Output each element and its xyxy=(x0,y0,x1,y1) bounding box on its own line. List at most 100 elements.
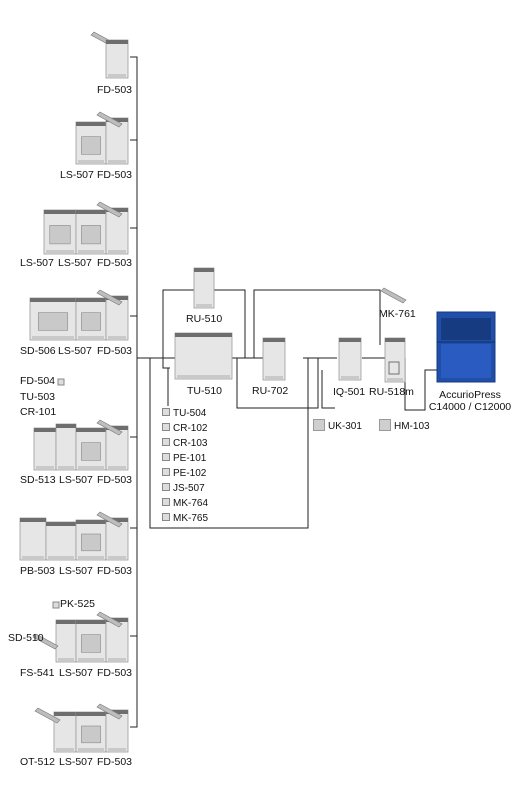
row6-label-fd503: FD-503 xyxy=(97,565,133,577)
row5-label-fd503: FD-503 xyxy=(97,474,133,486)
tu510-option: CR-102 xyxy=(162,423,207,435)
fd503-tray xyxy=(96,289,123,306)
accessory-square-icon xyxy=(379,419,391,431)
ls507-unit xyxy=(75,619,107,663)
tu503-unit xyxy=(55,423,77,471)
tu510-option: MK-765 xyxy=(162,513,208,525)
connection-line xyxy=(162,358,170,369)
accessory-square-icon xyxy=(313,419,325,431)
tu510-unit xyxy=(174,332,233,380)
row8-label-fd503: FD-503 xyxy=(97,756,133,768)
tu510-label: TU-510 xyxy=(187,385,223,397)
tu510-option: JS-507 xyxy=(162,483,205,495)
option-square-icon xyxy=(162,513,170,521)
ls507-unit xyxy=(75,121,107,165)
option-square-icon xyxy=(162,438,170,446)
fd503-unit xyxy=(105,517,129,561)
tu510-option: MK-764 xyxy=(162,498,208,510)
connection-line xyxy=(253,289,381,358)
fd503-unit xyxy=(105,39,129,79)
ru702-unit xyxy=(262,337,286,381)
ls507-unit xyxy=(75,427,107,471)
fd503-unit xyxy=(105,117,129,165)
ls507-unit xyxy=(43,209,77,255)
fd503-unit xyxy=(105,709,129,753)
fs541-unit xyxy=(55,619,77,663)
tu510-option: PE-102 xyxy=(162,468,206,480)
row7-callout-sd510: SD-510 xyxy=(8,632,44,644)
device-illustrations xyxy=(19,31,496,753)
sd506-unit xyxy=(29,297,77,341)
ru518m-panel xyxy=(388,361,400,375)
ls507-unit xyxy=(75,209,107,255)
fd503-tray xyxy=(96,419,123,436)
row6-label-pb503: PB-503 xyxy=(20,565,56,577)
ru518m-label: RU-518m xyxy=(369,386,414,398)
fd503-tray xyxy=(96,201,123,218)
sd513-unit xyxy=(33,427,57,471)
press-models: C14000 / C12000 xyxy=(428,401,512,413)
tu510-option: PE-101 xyxy=(162,453,206,465)
mk761-label: MK-761 xyxy=(379,308,416,320)
option-square-icon xyxy=(162,408,170,416)
row8-label-ls507: LS-507 xyxy=(59,756,93,768)
connection-lines xyxy=(130,56,437,728)
press-unit xyxy=(436,311,496,383)
connection-line xyxy=(321,370,335,409)
iq501-label: IQ-501 xyxy=(333,386,366,398)
row5-callout-cr101: CR-101 xyxy=(20,406,57,418)
row5-label-ls507: LS-507 xyxy=(59,474,93,486)
row4-label-fd503: FD-503 xyxy=(97,345,133,357)
row5-label-sd513: SD-513 xyxy=(20,474,56,486)
fd503-tray xyxy=(96,703,123,720)
uk301-accessory: UK-301 xyxy=(313,419,362,433)
press-name: AccurioPress xyxy=(439,389,501,401)
row1-label-fd503: FD-503 xyxy=(97,84,133,96)
iq501-unit xyxy=(338,337,362,381)
row2-label-fd503: FD-503 xyxy=(97,169,133,181)
row2-label-ls507: LS-507 xyxy=(60,169,94,181)
ot512-tray xyxy=(34,707,61,724)
tu510-option: TU-504 xyxy=(162,408,206,420)
fd503-tray xyxy=(96,511,123,528)
fd503-unit xyxy=(105,295,129,341)
ru510-unit xyxy=(193,267,215,309)
fd503-tray xyxy=(96,111,123,128)
fd503-unit xyxy=(105,207,129,255)
fd504-square-icon xyxy=(57,378,65,386)
connection-line xyxy=(162,289,194,358)
row7-label-fs541: FS-541 xyxy=(20,667,55,679)
ot512-unit xyxy=(53,711,77,753)
row4-label-ls507: LS-507 xyxy=(58,345,92,357)
row7-callout-pk525: PK-525 xyxy=(60,598,96,610)
row7-label-fd503: FD-503 xyxy=(97,667,133,679)
option-square-icon xyxy=(162,498,170,506)
row6-label-ls507: LS-507 xyxy=(59,565,93,577)
connection-line xyxy=(236,357,319,409)
ru518m-unit xyxy=(384,337,406,383)
option-square-icon xyxy=(162,468,170,476)
option-square-icon xyxy=(162,483,170,491)
fs541-tray xyxy=(32,633,59,650)
mk761-tray xyxy=(380,287,407,304)
row3-label-ls507-a: LS-507 xyxy=(20,257,54,269)
row5-callout-fd504: FD-504 xyxy=(20,375,56,387)
row3-label-ls507-b: LS-507 xyxy=(58,257,92,269)
option-square-icon xyxy=(162,423,170,431)
ru510-label: RU-510 xyxy=(186,313,223,325)
fd503-unit xyxy=(105,425,129,471)
row5-callout-tu503: TU-503 xyxy=(20,391,56,403)
ru702-label: RU-702 xyxy=(252,385,289,397)
tu510-option: CR-103 xyxy=(162,438,207,450)
fd503-unit xyxy=(105,617,129,663)
row4-label-sd506: SD-506 xyxy=(20,345,56,357)
pb503-unit xyxy=(45,521,77,561)
pk525-square-icon xyxy=(52,601,60,609)
pb503-unit xyxy=(19,517,47,561)
connection-line xyxy=(130,56,138,728)
row8-label-ot512: OT-512 xyxy=(20,756,56,768)
hm103-accessory: HM-103 xyxy=(379,419,430,433)
ls507-unit xyxy=(75,297,107,341)
row7-label-ls507: LS-507 xyxy=(59,667,93,679)
